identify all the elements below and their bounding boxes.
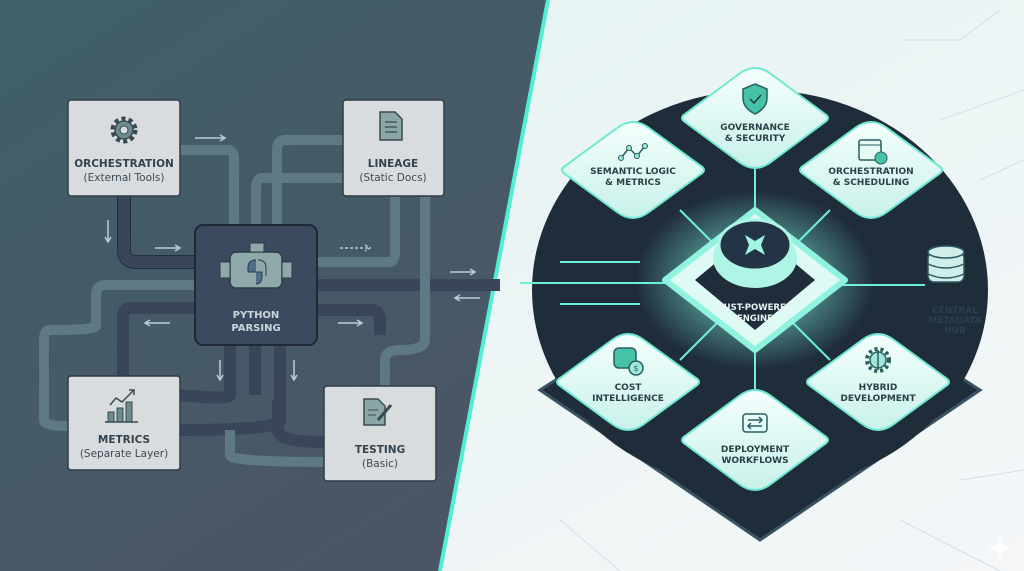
- database-icon: [927, 245, 965, 283]
- modern-node-semantic-logic: SEMANTIC LOGIC & METRICS: [561, 120, 705, 220]
- hub-label-line1: CENTRAL: [932, 306, 978, 316]
- tile-label-line1: COST: [615, 383, 643, 393]
- engine-label-line2: ENGINE: [737, 314, 773, 324]
- flow-arrows: [104, 134, 480, 382]
- legacy-node-testing: TESTING (Basic): [323, 385, 437, 482]
- hub-label-line2: METADATA: [928, 316, 982, 326]
- line-chart-icon: [620, 145, 646, 159]
- svg-text:$: $: [633, 364, 638, 373]
- tile-label-line1: GOVERNANCE: [720, 123, 790, 133]
- engine-label-line1: PYTHON: [233, 310, 280, 321]
- node-title: ORCHESTRATION: [74, 158, 174, 170]
- gear-icon: [110, 116, 138, 144]
- python-engine-icon: [219, 242, 293, 289]
- gear-half-icon: [865, 347, 891, 373]
- engine-label-line2: PARSING: [231, 323, 280, 334]
- bar-chart-icon: [105, 389, 138, 423]
- legacy-node-metrics: METRICS (Separate Layer): [67, 375, 181, 471]
- modern-node-orchestration-scheduling: ORCHESTRATION & SCHEDULING: [799, 120, 943, 220]
- engine-label-line1: RUST-POWERED: [717, 303, 793, 313]
- modern-node-governance: GOVERNANCE & SECURITY: [681, 66, 829, 170]
- node-subtitle: (Static Docs): [359, 172, 426, 184]
- node-title: METRICS: [98, 434, 150, 446]
- modern-engine: RUST-POWERED ENGINE: [662, 207, 848, 353]
- hub-label-line3: HUB: [944, 326, 966, 336]
- star-logo-icon: [745, 235, 765, 255]
- tile-label-line2: WORKFLOWS: [721, 456, 788, 466]
- node-subtitle: (External Tools): [84, 172, 165, 184]
- tile-label-line1: HYBRID: [859, 383, 898, 393]
- legacy-node-lineage: LINEAGE (Static Docs): [342, 99, 445, 197]
- legacy-engine-python-parsing: PYTHON PARSING: [194, 224, 318, 346]
- node-title: TESTING: [355, 444, 405, 456]
- tile-label-line2: DEVELOPMENT: [840, 394, 916, 404]
- central-metadata-hub: CENTRAL METADATA HUB: [927, 245, 982, 336]
- tile-label-line1: SEMANTIC LOGIC: [590, 167, 676, 177]
- modern-node-hybrid-development: HYBRID DEVELOPMENT: [806, 332, 950, 432]
- node-subtitle: (Basic): [362, 458, 398, 470]
- legacy-node-orchestration: ORCHESTRATION (External Tools): [67, 99, 181, 197]
- swap-arrows-icon: [742, 413, 768, 433]
- coins-dollar-icon: $: [613, 347, 644, 376]
- sparkle-icon: [988, 536, 1012, 560]
- pipe-network: [39, 135, 500, 467]
- modern-node-deployment-workflows: DEPLOYMENT WORKFLOWS: [681, 388, 829, 492]
- calendar-clock-icon: [858, 139, 888, 165]
- edit-document-icon: [363, 398, 393, 426]
- tile-label-line2: & SCHEDULING: [833, 178, 910, 188]
- tile-label-line2: INTELLIGENCE: [592, 394, 664, 404]
- tile-label-line2: & METRICS: [605, 178, 661, 188]
- tile-label-line1: DEPLOYMENT: [721, 445, 790, 455]
- shield-check-icon: [742, 83, 768, 115]
- document-icon: [379, 111, 403, 141]
- circuit-traces: [559, 9, 1024, 571]
- tile-label-line1: ORCHESTRATION: [828, 167, 913, 177]
- node-subtitle: (Separate Layer): [80, 448, 168, 460]
- node-title: LINEAGE: [368, 158, 418, 170]
- tile-label-line2: & SECURITY: [725, 134, 786, 144]
- modern-node-cost-intelligence: $ COST INTELLIGENCE: [556, 332, 700, 432]
